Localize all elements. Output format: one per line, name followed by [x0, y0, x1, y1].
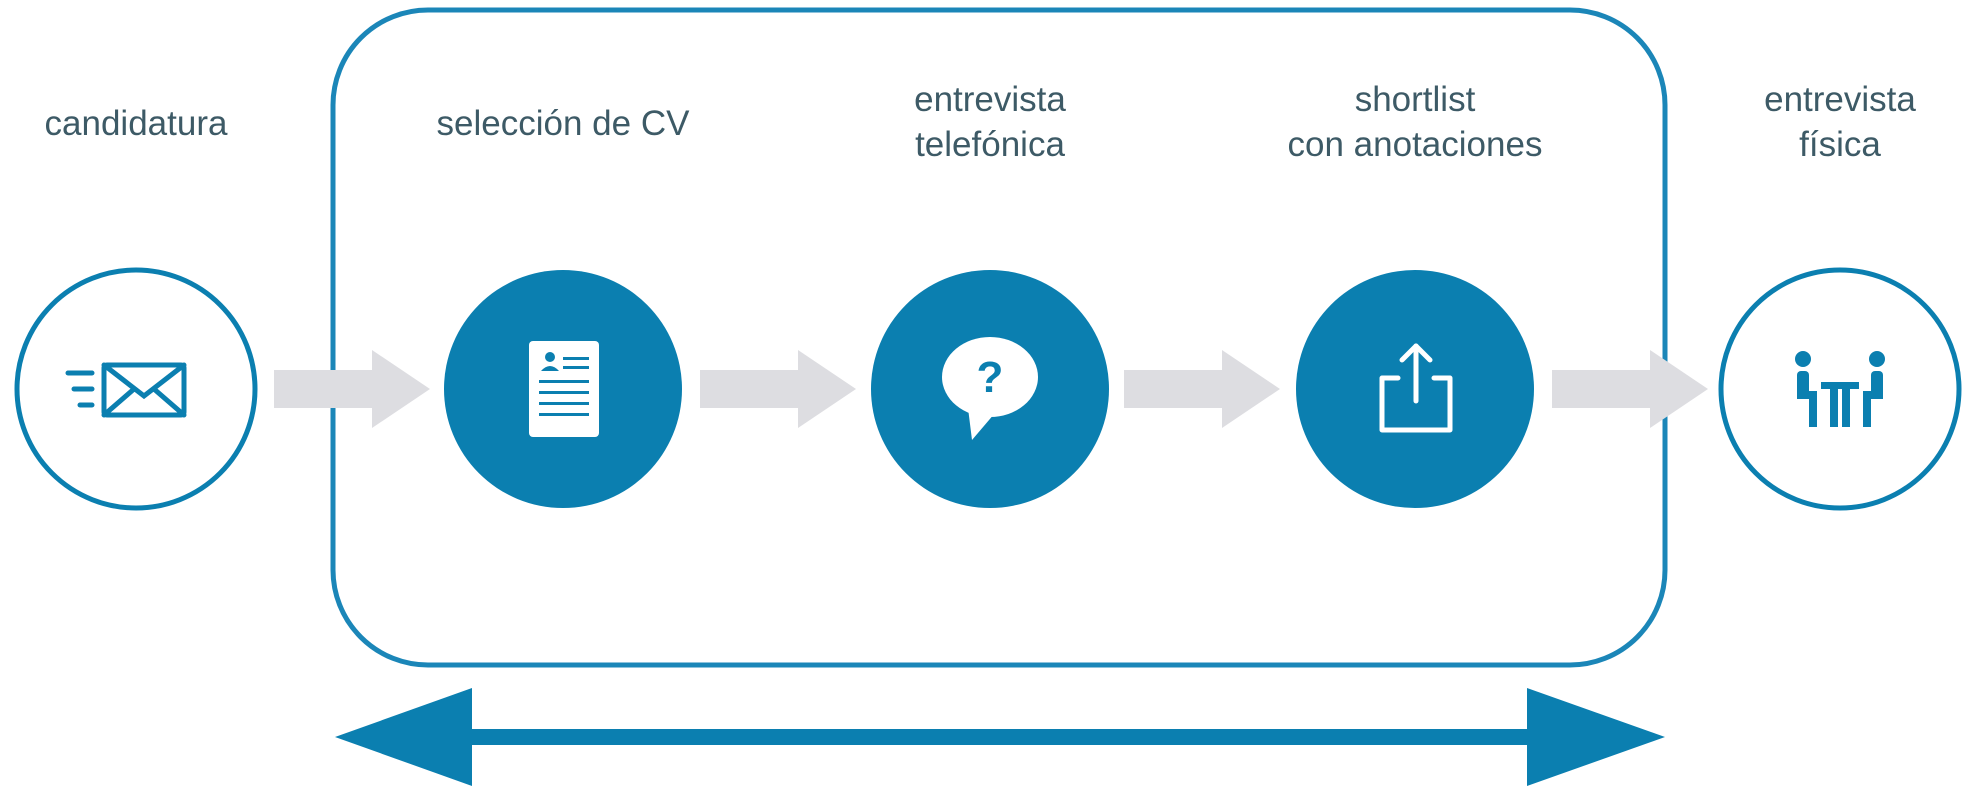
envelope-icon	[65, 362, 187, 418]
svg-text:?: ?	[977, 353, 1004, 402]
question-bubble-icon: ?	[942, 337, 1038, 440]
flow-arrow-1	[274, 350, 430, 428]
share-icon	[1379, 343, 1453, 433]
document-icon	[529, 341, 599, 437]
step-seleccion-cv	[444, 270, 682, 508]
label-candidatura: candidatura	[44, 104, 228, 143]
label-entrevista-fisica: entrevista física	[1764, 80, 1916, 164]
label-seleccion-cv: selección de CV	[436, 104, 690, 143]
flow-arrow-4	[1552, 350, 1708, 428]
step-candidatura	[14, 267, 258, 511]
label-entrevista-telefonica: entrevista telefónica	[914, 80, 1066, 164]
step-entrevista-telefonica: ?	[871, 270, 1109, 508]
flow-arrow-3	[1124, 350, 1280, 428]
step-shortlist	[1296, 270, 1534, 508]
label-shortlist: shortlist con anotaciones	[1287, 80, 1543, 164]
step-entrevista-fisica	[1718, 267, 1962, 511]
highlight-frame	[330, 7, 1668, 668]
flow-arrow-2	[700, 350, 856, 428]
range-double-arrow	[335, 688, 1665, 786]
meeting-icon	[1795, 351, 1885, 427]
